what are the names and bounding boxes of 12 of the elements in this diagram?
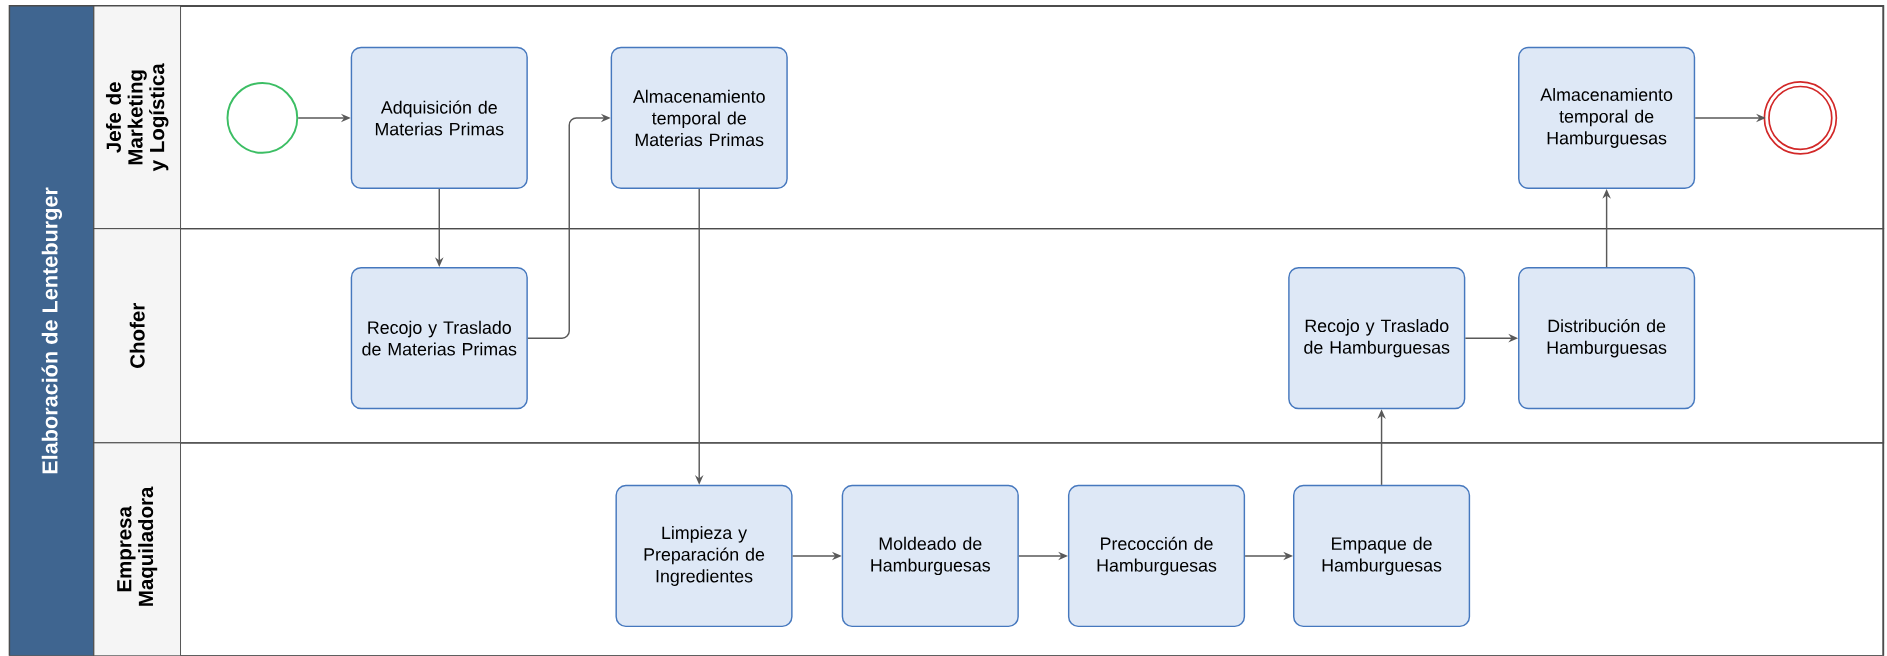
task-box: Empaque de Hamburguesas: [1293, 484, 1471, 628]
task-box: Adquisición de Materias Primas: [350, 46, 528, 190]
task-box: Recojo y Traslado de Materias Primas: [350, 267, 528, 410]
task-box: Precocción de Hamburguesas: [1067, 484, 1246, 628]
task-box: Limpieza y Preparación de Ingredientes: [615, 484, 793, 628]
start-event: [226, 82, 299, 154]
end-event: [1763, 81, 1838, 155]
task-box: Distribución de Hamburguesas: [1518, 267, 1696, 410]
task-box: Almacenamiento temporal de Hamburguesas: [1518, 46, 1696, 190]
task-box: Moldeado de Hamburguesas: [841, 484, 1019, 628]
task-box: Almacenamiento temporal de Materias Primas: [610, 46, 788, 190]
task-box: Recojo y Traslado de Hamburguesas: [1288, 267, 1466, 410]
